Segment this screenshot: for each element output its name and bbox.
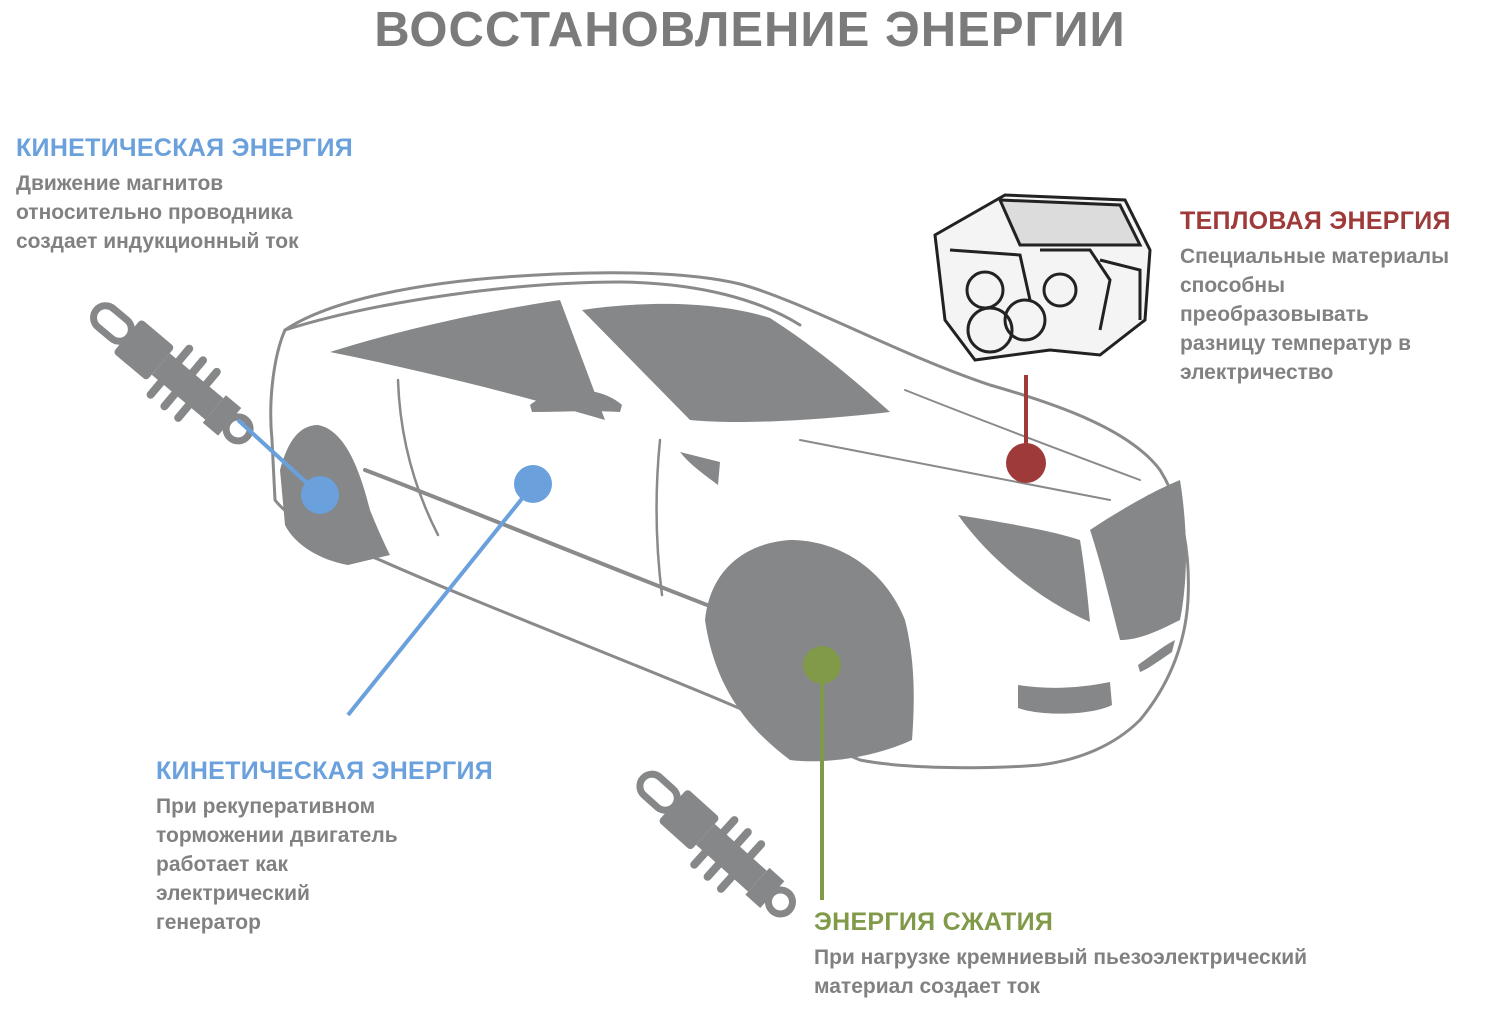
- door-line-b: [655, 438, 664, 597]
- callout-text: При нагрузке кремниевый пьезоэлектрическ…: [814, 946, 1308, 998]
- shock-absorber-icon-2: [636, 770, 796, 918]
- compression-dot: [803, 646, 841, 684]
- page-title: ВОССТАНОВЛЕНИЕ ЭНЕРГИИ: [374, 3, 1126, 57]
- front-wheel: [705, 540, 914, 762]
- side-line: [363, 468, 722, 612]
- callout-text: Специальные материалы способны преобразо…: [1180, 245, 1450, 384]
- engine-icon: [933, 193, 1152, 362]
- roof-line: [283, 280, 802, 332]
- thermal-dot: [1006, 443, 1046, 483]
- callout-thermal: ТЕПЛОВАЯ ЭНЕРГИЯ Специальные материалы с…: [1180, 207, 1451, 387]
- rear-window: [330, 300, 605, 420]
- fog-light: [1138, 640, 1175, 672]
- callout-heading: ЭНЕРГИЯ СЖАТИЯ: [814, 908, 1054, 936]
- callout-text: Движение магнитов относительно проводник…: [16, 172, 299, 253]
- callout-compression: ЭНЕРГИЯ СЖАТИЯ При нагрузке кремниевый п…: [814, 908, 1307, 1001]
- shock-absorber-icon: [90, 302, 254, 445]
- callout-kinetic-suspension: КИНЕТИЧЕСКАЯ ЭНЕРГИЯ Движение магнитов о…: [16, 134, 353, 256]
- kinetic-suspension-dot: [301, 476, 339, 514]
- kinetic-braking-line: [346, 483, 535, 717]
- side-vent: [680, 452, 720, 485]
- door-line: [396, 378, 440, 537]
- callout-heading: ТЕПЛОВАЯ ЭНЕРГИЯ: [1180, 207, 1451, 235]
- callout-heading: КИНЕТИЧЕСКАЯ ЭНЕРГИЯ: [156, 757, 494, 785]
- hood-line: [799, 439, 1111, 501]
- windshield: [582, 303, 890, 423]
- headlight-left: [958, 515, 1090, 622]
- kinetic-braking-dot: [514, 465, 552, 503]
- grille: [1090, 480, 1186, 640]
- callout-text: При рекуперативном торможении двигатель …: [156, 795, 398, 934]
- hood-line-b: [904, 389, 1141, 481]
- callout-kinetic-braking: КИНЕТИЧЕСКАЯ ЭНЕРГИЯ При рекуперативном …: [156, 757, 493, 937]
- callout-heading: КИНЕТИЧЕСКАЯ ЭНЕРГИЯ: [16, 134, 354, 162]
- front-intake: [1018, 682, 1112, 714]
- side-mirror: [530, 390, 622, 412]
